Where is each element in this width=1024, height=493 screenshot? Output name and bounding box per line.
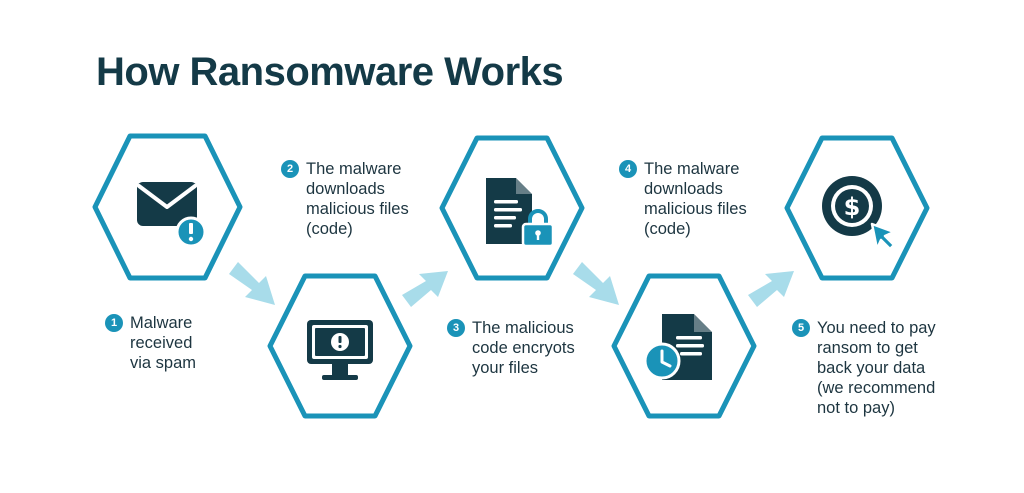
step-2-label: 2 The malware downloads malicious files … bbox=[281, 159, 421, 239]
arrow-2-to-3 bbox=[402, 271, 448, 307]
step-1-number: 1 bbox=[105, 314, 123, 332]
step-5-number: 5 bbox=[792, 319, 810, 337]
step-5-hexagon: $ bbox=[784, 135, 930, 281]
step-4-label: 4 The malware downloads malicious files … bbox=[619, 159, 759, 239]
arrow-3-to-4 bbox=[573, 262, 619, 305]
step-3-hexagon bbox=[439, 135, 585, 281]
step-4-number: 4 bbox=[619, 160, 637, 178]
page-title: How Ransomware Works bbox=[96, 50, 564, 94]
step-1-text: Malware received via spam bbox=[130, 314, 197, 372]
step-1-hexagon bbox=[92, 133, 243, 281]
step-2-number: 2 bbox=[281, 160, 299, 178]
document-clock-icon bbox=[643, 314, 712, 380]
step-3-label: 3 The malicious code encryots your files bbox=[447, 318, 597, 378]
dollar-coin-cursor-icon: $ bbox=[822, 176, 896, 251]
document-lock-icon bbox=[486, 178, 555, 248]
step-3-text: The malicious code encryots your files bbox=[472, 319, 575, 377]
monitor-alert-icon bbox=[307, 320, 373, 380]
step-2-hexagon bbox=[267, 273, 413, 419]
envelope-alert-icon bbox=[137, 182, 207, 248]
step-4-text: The malware downloads malicious files (c… bbox=[644, 160, 747, 238]
arrow-1-to-2 bbox=[229, 262, 275, 305]
step-5-label: 5 You need to pay ransom to get back you… bbox=[792, 318, 942, 418]
arrow-4-to-5 bbox=[748, 271, 794, 307]
flow-arrows bbox=[229, 262, 794, 307]
svg-text:$: $ bbox=[844, 193, 861, 221]
step-5-text: You need to pay ransom to get back your … bbox=[817, 319, 936, 417]
step-3-number: 3 bbox=[447, 319, 465, 337]
step-1-label: 1 Malware received via spam bbox=[105, 313, 215, 373]
step-4-hexagon bbox=[611, 273, 757, 419]
step-2-text: The malware downloads malicious files (c… bbox=[306, 160, 409, 238]
